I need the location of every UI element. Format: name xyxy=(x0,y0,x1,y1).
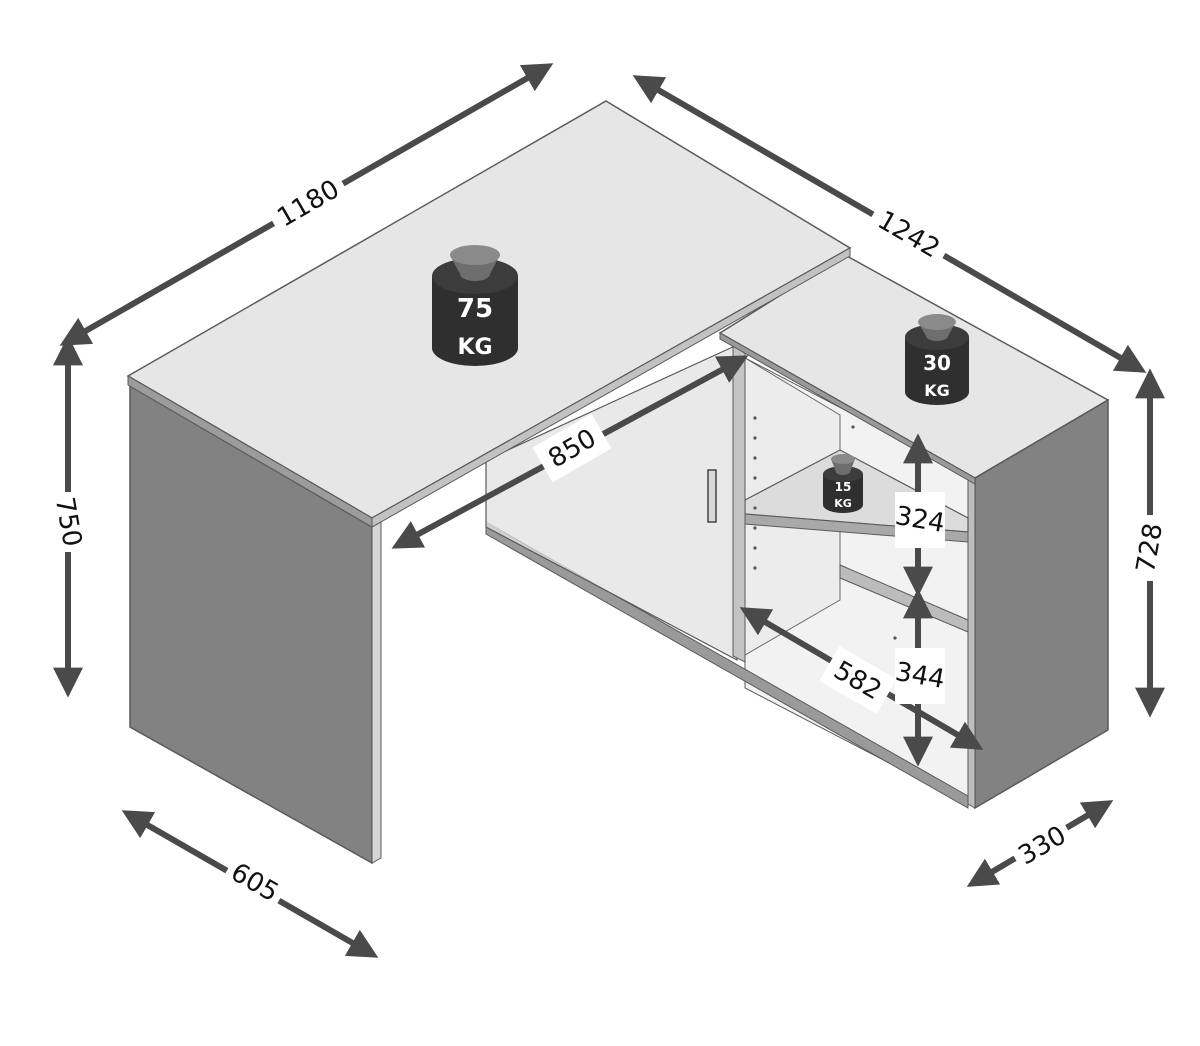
weight-75-value: 75 xyxy=(457,294,493,324)
weight-30-unit: KG xyxy=(924,381,950,400)
cabinet-front-edge xyxy=(967,473,976,809)
weight-15kg-icon: 15 KG xyxy=(823,454,863,513)
weight-15-unit: KG xyxy=(834,497,852,510)
weight-15-value: 15 xyxy=(835,480,852,494)
weight-75kg-icon: 75 KG xyxy=(432,245,518,366)
cabinet-door-edge xyxy=(732,342,746,663)
door-handle xyxy=(707,469,717,523)
desk-leg-edge xyxy=(371,521,382,864)
weight-30kg-icon: 30 KG xyxy=(905,314,969,405)
label-backgrounds xyxy=(44,164,1176,915)
weight-30-value: 30 xyxy=(923,351,951,375)
weight-75-unit: KG xyxy=(457,335,492,360)
